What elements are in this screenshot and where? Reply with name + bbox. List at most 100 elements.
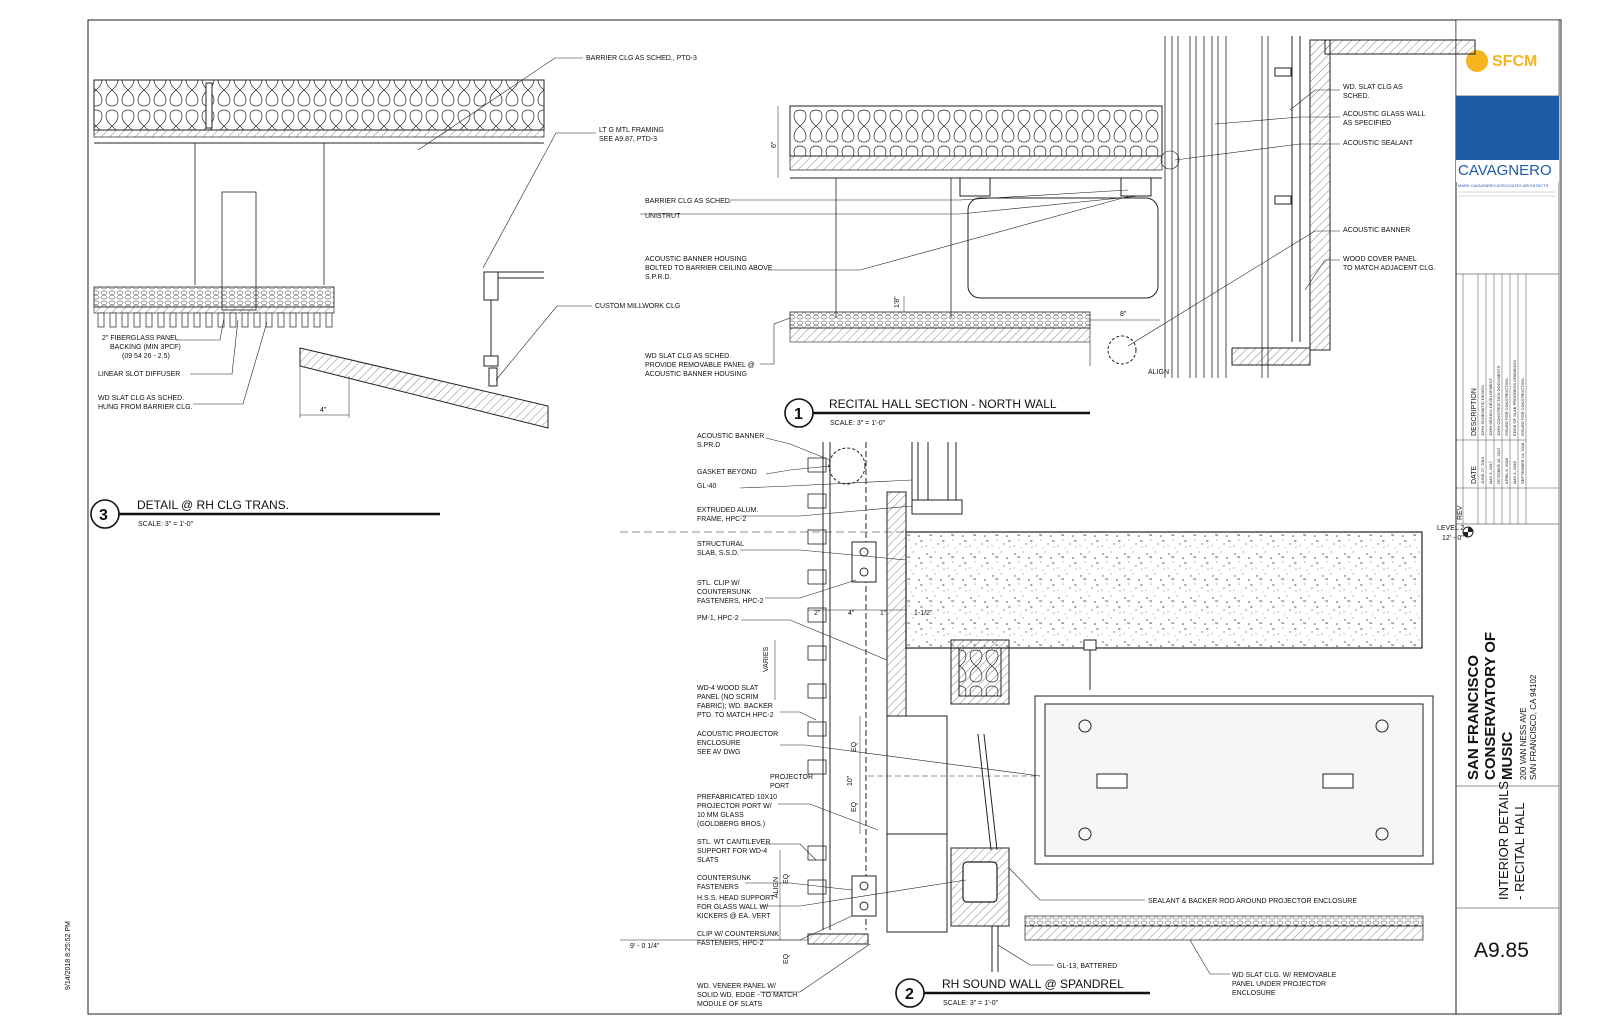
note-d2-solid-wd-edge: SOLID WD. EDGE - TO MATCH	[697, 992, 797, 999]
sheet-number: A9.85	[1474, 939, 1529, 962]
note-d2-fasteners: FASTENERS	[697, 884, 739, 891]
note-d2-sprd: S.PR.D	[697, 442, 720, 449]
detail-1-notes: BARRIER CLG AS SCHED. UNISTRUT ACOUSTIC …	[645, 84, 1436, 378]
rev-date: JUNE 27, 2016	[1480, 456, 1485, 484]
detail-1-title: 1 RECITAL HALL SECTION - NORTH WALL SCAL…	[784, 397, 1090, 428]
note-custom-millwork: CUSTOM MILLWORK CLG	[595, 303, 680, 310]
note-d2-prefabricated: PREFABRICATED 10X10	[697, 794, 777, 801]
d1-dim-6in: 6"	[771, 141, 778, 148]
rev-date: APRIL 6, 2018	[1504, 457, 1509, 484]
detail-3-notes: BARRIER CLG AS SCHED., PTD-3 LT G MTL FR…	[98, 55, 697, 411]
project-address1: 200 VAN NESS AVE	[1519, 707, 1528, 780]
print-stamp: 9/14/2018 8:25:52 PM	[65, 921, 72, 990]
note-unistrut: UNISTRUT	[645, 213, 681, 220]
note-d2-structural: STRUCTURAL	[697, 541, 744, 548]
note-linear-slot: LINEAR SLOT DIFFUSER	[98, 371, 180, 378]
note-d2-countersunk: COUNTERSUNK	[697, 589, 751, 596]
d1-dim-1ft8: 1'8"	[894, 296, 901, 308]
rev-description: 100% SCHEMATIC DESIGN	[1480, 385, 1485, 436]
note-spec-ref: (09 54 26 - 2.5)	[122, 353, 170, 360]
note-d2-hss-head-support: H.S.S. HEAD SUPPORT	[697, 895, 775, 902]
sheet-title-line2: - RECITAL HALL	[1512, 802, 1527, 900]
detail-2-title: 2 RH SOUND WALL @ SPANDREL SCALE: 3" = 1…	[895, 977, 1150, 1008]
detail-2-number: 2	[905, 986, 914, 1003]
note-d2-ptd-to-match: PTD. TO MATCH HPC-2	[697, 712, 774, 719]
detail-3-drawing: 4"	[93, 57, 596, 429]
note-d2-countersunk-2: COUNTERSUNK	[697, 875, 751, 882]
rev-header-description: DESCRIPTION	[1471, 388, 1478, 436]
project-name-line3: MUSIC	[1499, 732, 1516, 781]
rev-header-date: DATE	[1471, 466, 1478, 484]
rev-date: SEPTEMBER 14, 2018	[1520, 442, 1525, 484]
d2-dim-eq2: EQ	[851, 801, 858, 812]
detail-1-drawing: 6" 1'8" 8" ALIGN	[640, 36, 1476, 378]
detail-1-scale: SCALE: 3" = 1'-0"	[830, 420, 886, 427]
note-gl13: GL-13, BATTERED	[1057, 963, 1117, 970]
title-block: SFCM CAVAGNERO CAVAGNERO MARK CAVAGNERO …	[1455, 19, 1560, 962]
note-banner-housing: ACOUSTIC BANNER HOUSING	[645, 256, 747, 263]
d3-dim-4in: 4"	[320, 407, 327, 414]
note-d2-goldberg-bros: (GOLDBERG BROS.)	[697, 821, 765, 828]
note-d2-slats: SLATS	[697, 857, 719, 864]
note-d2-frame-hpc2: FRAME, HPC-2	[697, 516, 747, 523]
note-acoustic-sealant: ACOUSTIC SEALANT	[1343, 140, 1414, 147]
note-hung-from: HUNG FROM BARRIER CLG.	[98, 404, 193, 411]
note-as-specified: AS SPECIFIED	[1343, 120, 1391, 127]
project-name-line1: SAN FRANCISCO	[1465, 655, 1482, 780]
detail-2-scale: SCALE: 3" = 1'-0"	[943, 1000, 999, 1007]
detail-3-number: 3	[99, 507, 108, 524]
sheet-title-line1: INTERIOR DETAILS	[1496, 781, 1511, 900]
note-d2-slab-ssd: SLAB, S.S.D.	[697, 550, 739, 557]
note-d2-see-av-dwg: SEE AV DWG	[697, 749, 740, 756]
note-d2-extruded-alum: EXTRUDED ALUM.	[697, 507, 759, 514]
note-fiberglass-panel: 2" FIBERGLASS PANEL	[102, 335, 179, 342]
note-see-a987: SEE A9.87, PTD-3	[599, 136, 657, 143]
level-2-label: LEVEL 2	[1437, 525, 1464, 532]
note-d2-port: PORT	[770, 783, 790, 790]
note-d2-stl-wt-cantilever: STL. WT CANTILEVER	[697, 839, 770, 846]
d1-align: ALIGN	[1148, 369, 1169, 376]
note-d2-clip-countersunk: CLIP W/ COUNTERSUNK	[697, 931, 779, 938]
detail-2-right-notes: LEVEL 2 12' - 0" SEALANT & BACKER ROD AR…	[997, 525, 1464, 997]
rev-description: EDGE OF SLAB PROGRESS DRAWINGS	[1512, 360, 1517, 436]
note-d2-module-of-slats: MODULE OF SLATS	[697, 1001, 763, 1008]
client-logo: SFCM	[1492, 53, 1537, 70]
note-d2-gl40: GL-40	[697, 483, 717, 490]
rev-description: ISSUED FOR CONSTRUCTION	[1520, 378, 1525, 436]
note-panel-under: PANEL UNDER PROJECTOR	[1232, 981, 1326, 988]
d2-dim-4in: 4"	[848, 610, 855, 617]
detail-1-title-text: RECITAL HALL SECTION - NORTH WALL	[829, 397, 1057, 411]
note-barrier-clg: BARRIER CLG AS SCHED., PTD-3	[586, 55, 697, 62]
detail-3-scale: SCALE: 3" = 1'-0"	[138, 521, 194, 528]
rev-date: OCTOBER 16, 2017	[1496, 447, 1501, 484]
d1-dim-8in: 8"	[1120, 311, 1127, 318]
d2-dim-1in: 1"	[880, 610, 887, 617]
note-d2-fasteners-hpc2-b: FASTENERS, HPC-2	[697, 940, 764, 947]
note-banner-housing-2: ACOUSTIC BANNER HOUSING	[645, 371, 747, 378]
note-sprd: S.P.R.D.	[645, 274, 671, 281]
note-d2-gasket-beyond: GASKET BEYOND	[697, 469, 757, 476]
note-d2-panel-no-scrim: PANEL (NO SCRIM	[697, 694, 759, 701]
d2-dim-align: ALIGN	[773, 877, 780, 898]
d2-dim-10in: 10"	[847, 775, 854, 786]
detail-3-title-text: DETAIL @ RH CLG TRANS.	[137, 498, 289, 512]
note-barrier-clg-sched: BARRIER CLG AS SCHED.	[645, 198, 732, 205]
note-enclosure: ENCLOSURE	[1232, 990, 1276, 997]
rev-date: MAY 4, 2018	[1512, 460, 1517, 484]
note-wood-cover: WOOD COVER PANEL	[1343, 256, 1417, 263]
detail-2-title-text: RH SOUND WALL @ SPANDREL	[942, 977, 1124, 991]
sfcm-logo-icon	[1466, 50, 1488, 72]
note-d2-fabric-wd-backer: FABRIC); WD. BACKER	[697, 703, 773, 710]
detail-2-drawing: 2" 4" 1" 1-1/2" VARIES EQ 10" EQ ALIGN E…	[620, 437, 1474, 993]
note-d2-acoustic-projector: ACOUSTIC PROJECTOR	[697, 731, 778, 738]
note-d2-projector: PROJECTOR	[770, 774, 813, 781]
d2-dim-2in: 2"	[814, 610, 821, 617]
note-match-adjacent: TO MATCH ADJACENT CLG.	[1343, 265, 1436, 272]
note-d2-support-for-wd4: SUPPORT FOR WD-4	[697, 848, 767, 855]
note-sealant-backer: SEALANT & BACKER ROD AROUND PROJECTOR EN…	[1148, 898, 1357, 905]
note-d2-enclosure: ENCLOSURE	[697, 740, 741, 747]
project-address2: SAN FRANCISCO, CA 94102	[1529, 674, 1538, 780]
note-d2-kickers: KICKERS @ EA. VERT	[697, 913, 771, 920]
